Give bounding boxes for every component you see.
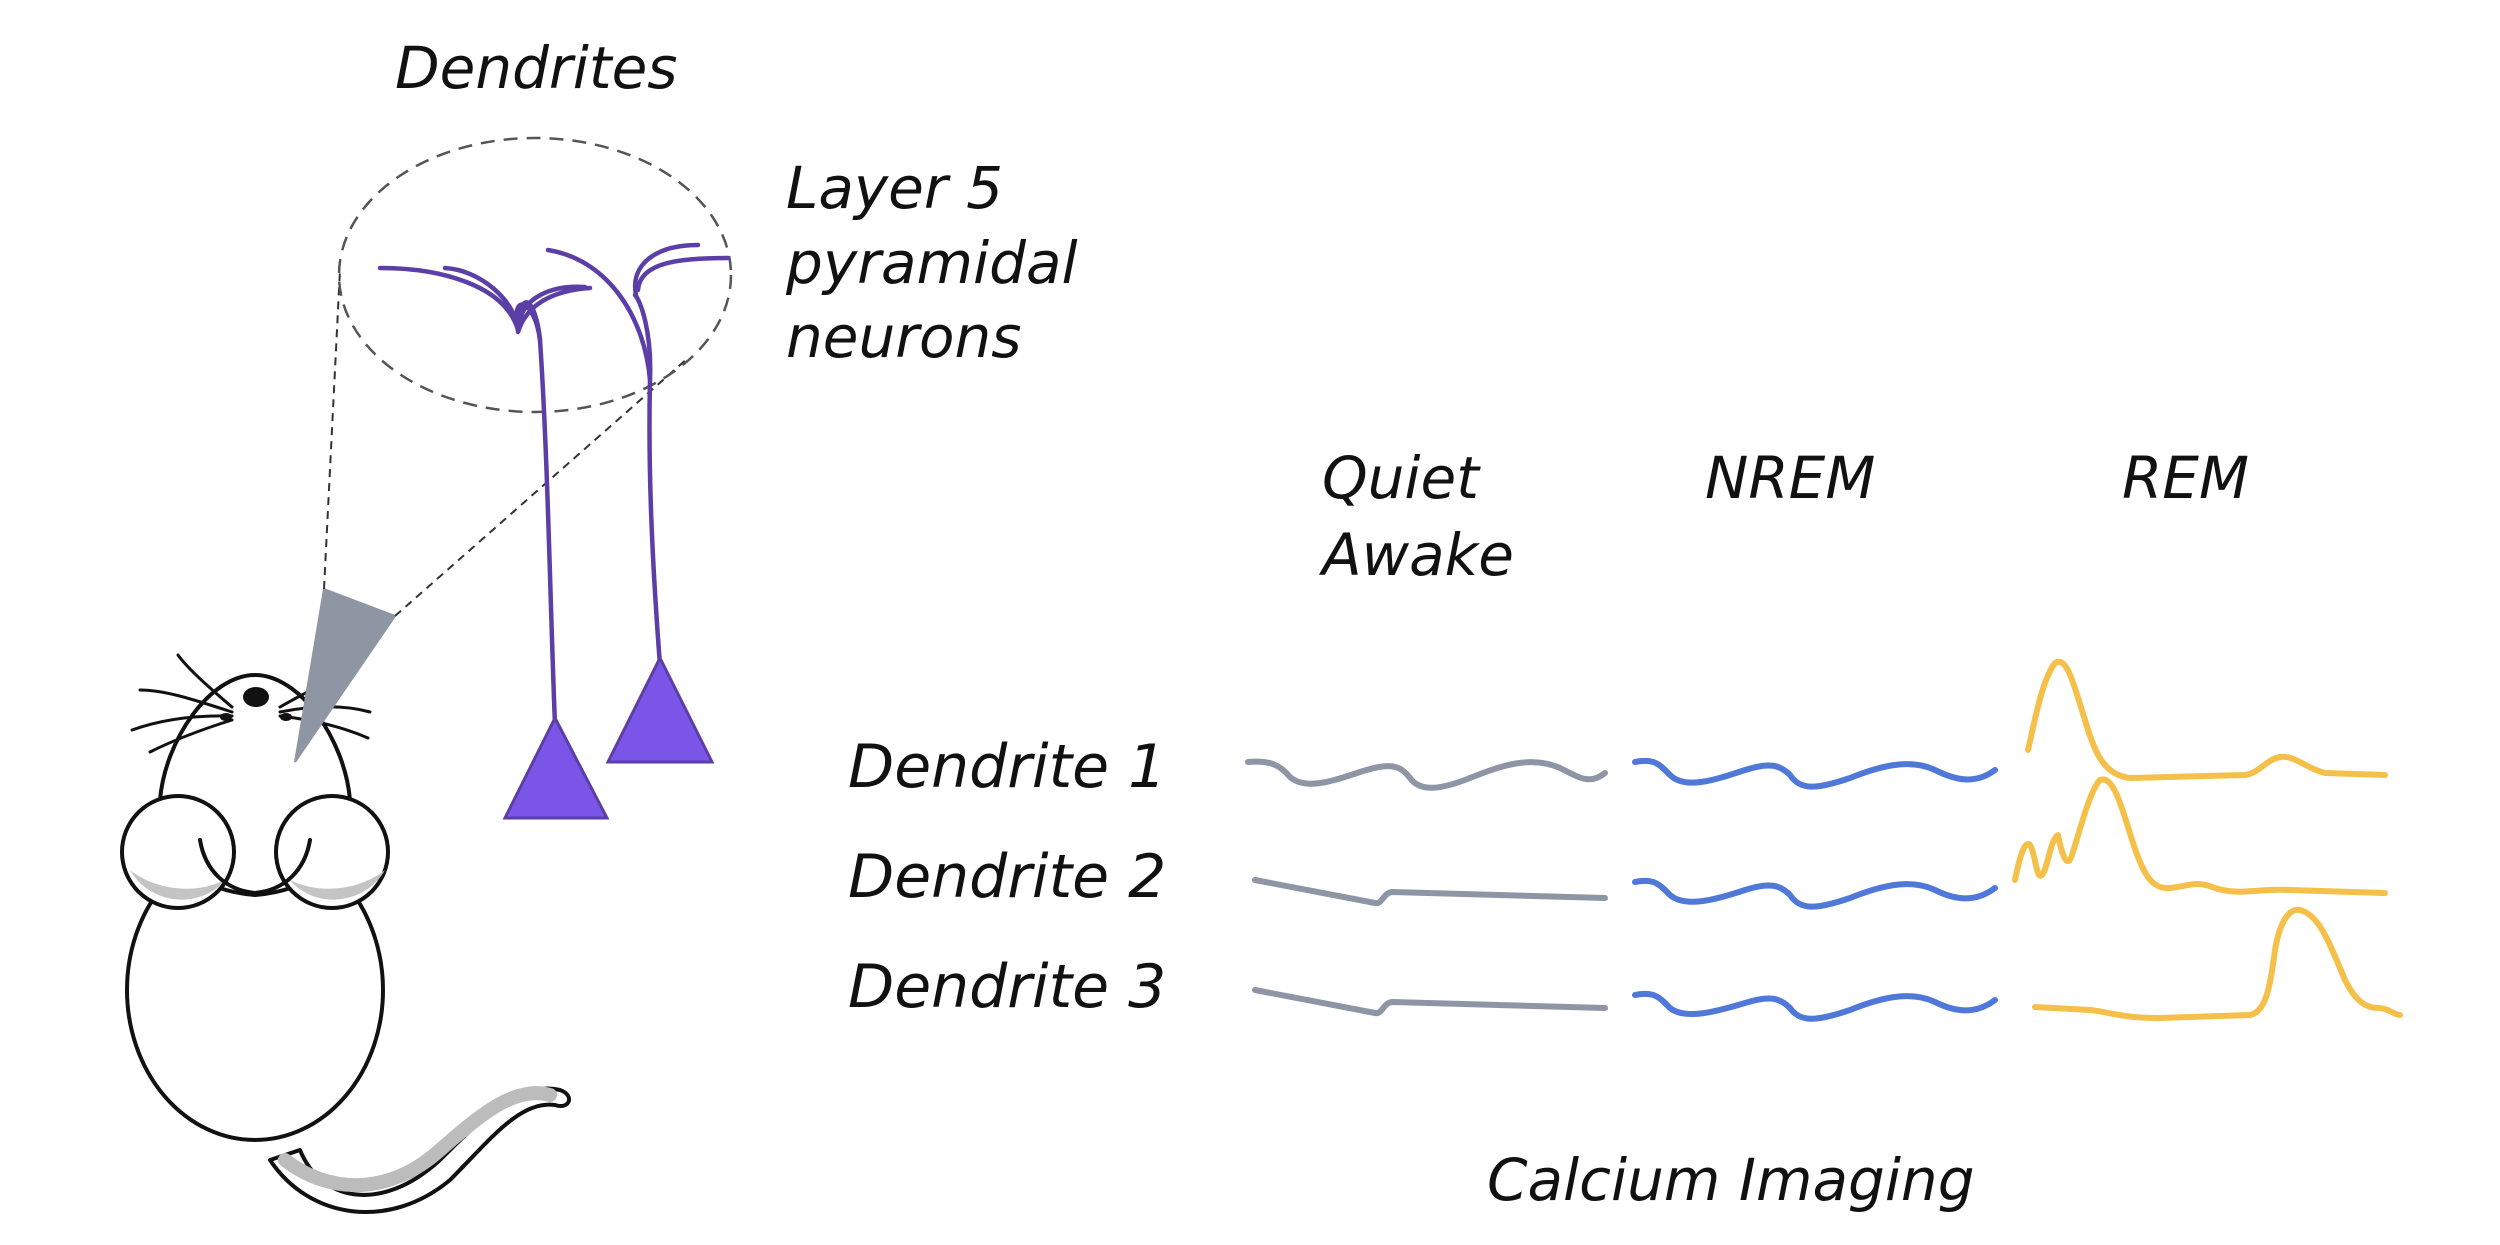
trace-quiet-dendrite-2 xyxy=(1252,877,1608,907)
mouse-nose xyxy=(243,687,269,707)
mouse-ear-left xyxy=(120,794,236,910)
row-label-dendrite-2: Dendrite 2 xyxy=(848,842,1166,912)
cell-type-label: Layer 5 pyramidal neurons xyxy=(785,154,1078,371)
pyramidal-neuron-2 xyxy=(545,242,731,668)
pyramidal-neuron-1 xyxy=(377,265,593,728)
dendrites-title: Dendrites xyxy=(395,34,678,102)
traces xyxy=(1245,658,2403,1022)
trace-rem-dendrite-3 xyxy=(2032,906,2403,1021)
cell-type-line-1: Layer 5 xyxy=(786,154,1003,222)
neuron-2-soma xyxy=(605,654,715,764)
row-label-dendrite-1: Dendrite 1 xyxy=(848,732,1166,802)
state-nrem: NREM xyxy=(1705,444,1875,512)
neuron-1-soma xyxy=(502,714,610,820)
state-quiet-line-1: Quiet xyxy=(1322,444,1481,512)
trace-quiet-dendrite-1 xyxy=(1245,758,1608,791)
trace-nrem-dendrite-3 xyxy=(1632,990,1998,1022)
state-headers: Quiet Awake NREM REM xyxy=(1318,444,2249,589)
state-quiet-line-2: Awake xyxy=(1318,521,1514,589)
mouse-ear-right xyxy=(274,794,390,910)
trace-rem-dendrite-2 xyxy=(2012,776,2388,896)
trace-nrem-dendrite-1 xyxy=(1632,757,1998,790)
mouse-top-view-icon xyxy=(120,653,571,1215)
trace-quiet-dendrite-3 xyxy=(1252,987,1608,1017)
footer-label: Calcium Imaging xyxy=(1487,1146,1975,1214)
row-label-dendrite-3: Dendrite 3 xyxy=(848,952,1166,1022)
row-labels: Dendrite 1 Dendrite 2 Dendrite 3 xyxy=(848,732,1166,1022)
trace-rem-dendrite-1 xyxy=(2025,658,2388,781)
cell-type-line-2: pyramidal xyxy=(785,229,1078,297)
dendrite-zoom-ellipse xyxy=(337,136,733,414)
trace-nrem-dendrite-2 xyxy=(1632,877,1998,910)
imaging-probe-icon xyxy=(294,587,397,763)
mouse-tail xyxy=(268,1086,571,1215)
cell-type-line-3: neurons xyxy=(786,303,1022,371)
state-rem: REM xyxy=(2122,444,2249,512)
zoom-lines xyxy=(323,269,689,617)
